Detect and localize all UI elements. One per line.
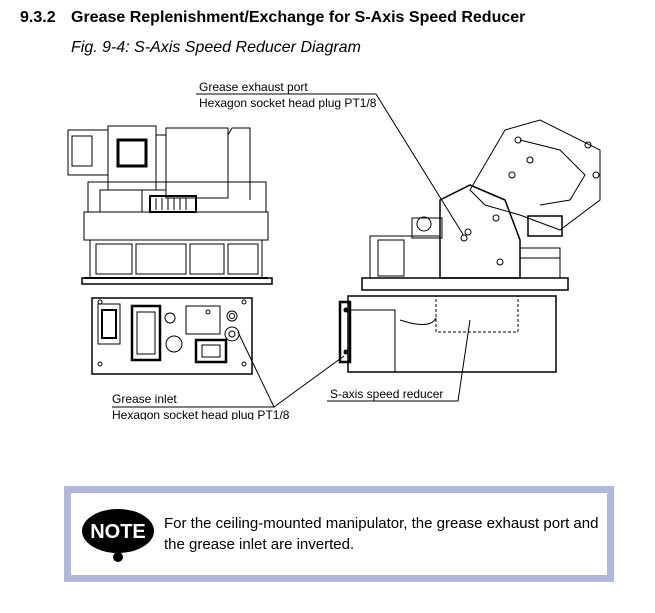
section-number: 9.3.2 [20, 9, 56, 26]
inlet-label-line1: Grease inlet [112, 392, 177, 406]
section-heading: 9.3.2 Grease Replenishment/Exchange for S… [20, 9, 525, 27]
inlet-leader-line-2 [273, 355, 345, 408]
note-content: NOTE For the ceiling-mounted manipulator… [71, 493, 607, 575]
side-view-drawing [338, 119, 601, 373]
reducer-label: S-axis speed reducer [330, 387, 443, 401]
section-title: Grease Replenishment/Exchange for S-Axis… [71, 9, 526, 26]
note-icon: NOTE [82, 509, 154, 562]
reducer-leader-line [327, 319, 471, 402]
inlet-label-line2: Hexagon socket head plug PT1/8 [112, 408, 290, 420]
note-text: For the ceiling-mounted manipulator, the… [164, 515, 599, 553]
front-view-drawing [67, 125, 273, 375]
exhaust-label-line1: Grease exhaust port [199, 80, 308, 94]
exhaust-label-line2: Hexagon socket head plug PT1/8 [199, 96, 377, 110]
note-box: NOTE For the ceiling-mounted manipulator… [64, 486, 614, 582]
exhaust-leader-line [196, 93, 465, 237]
note-icon-text: NOTE [90, 521, 146, 543]
figure-caption: Fig. 9-4: S-Axis Speed Reducer Diagram [71, 39, 361, 56]
s-axis-speed-reducer-diagram: Grease exhaust port Hexagon socket head … [67, 80, 601, 420]
